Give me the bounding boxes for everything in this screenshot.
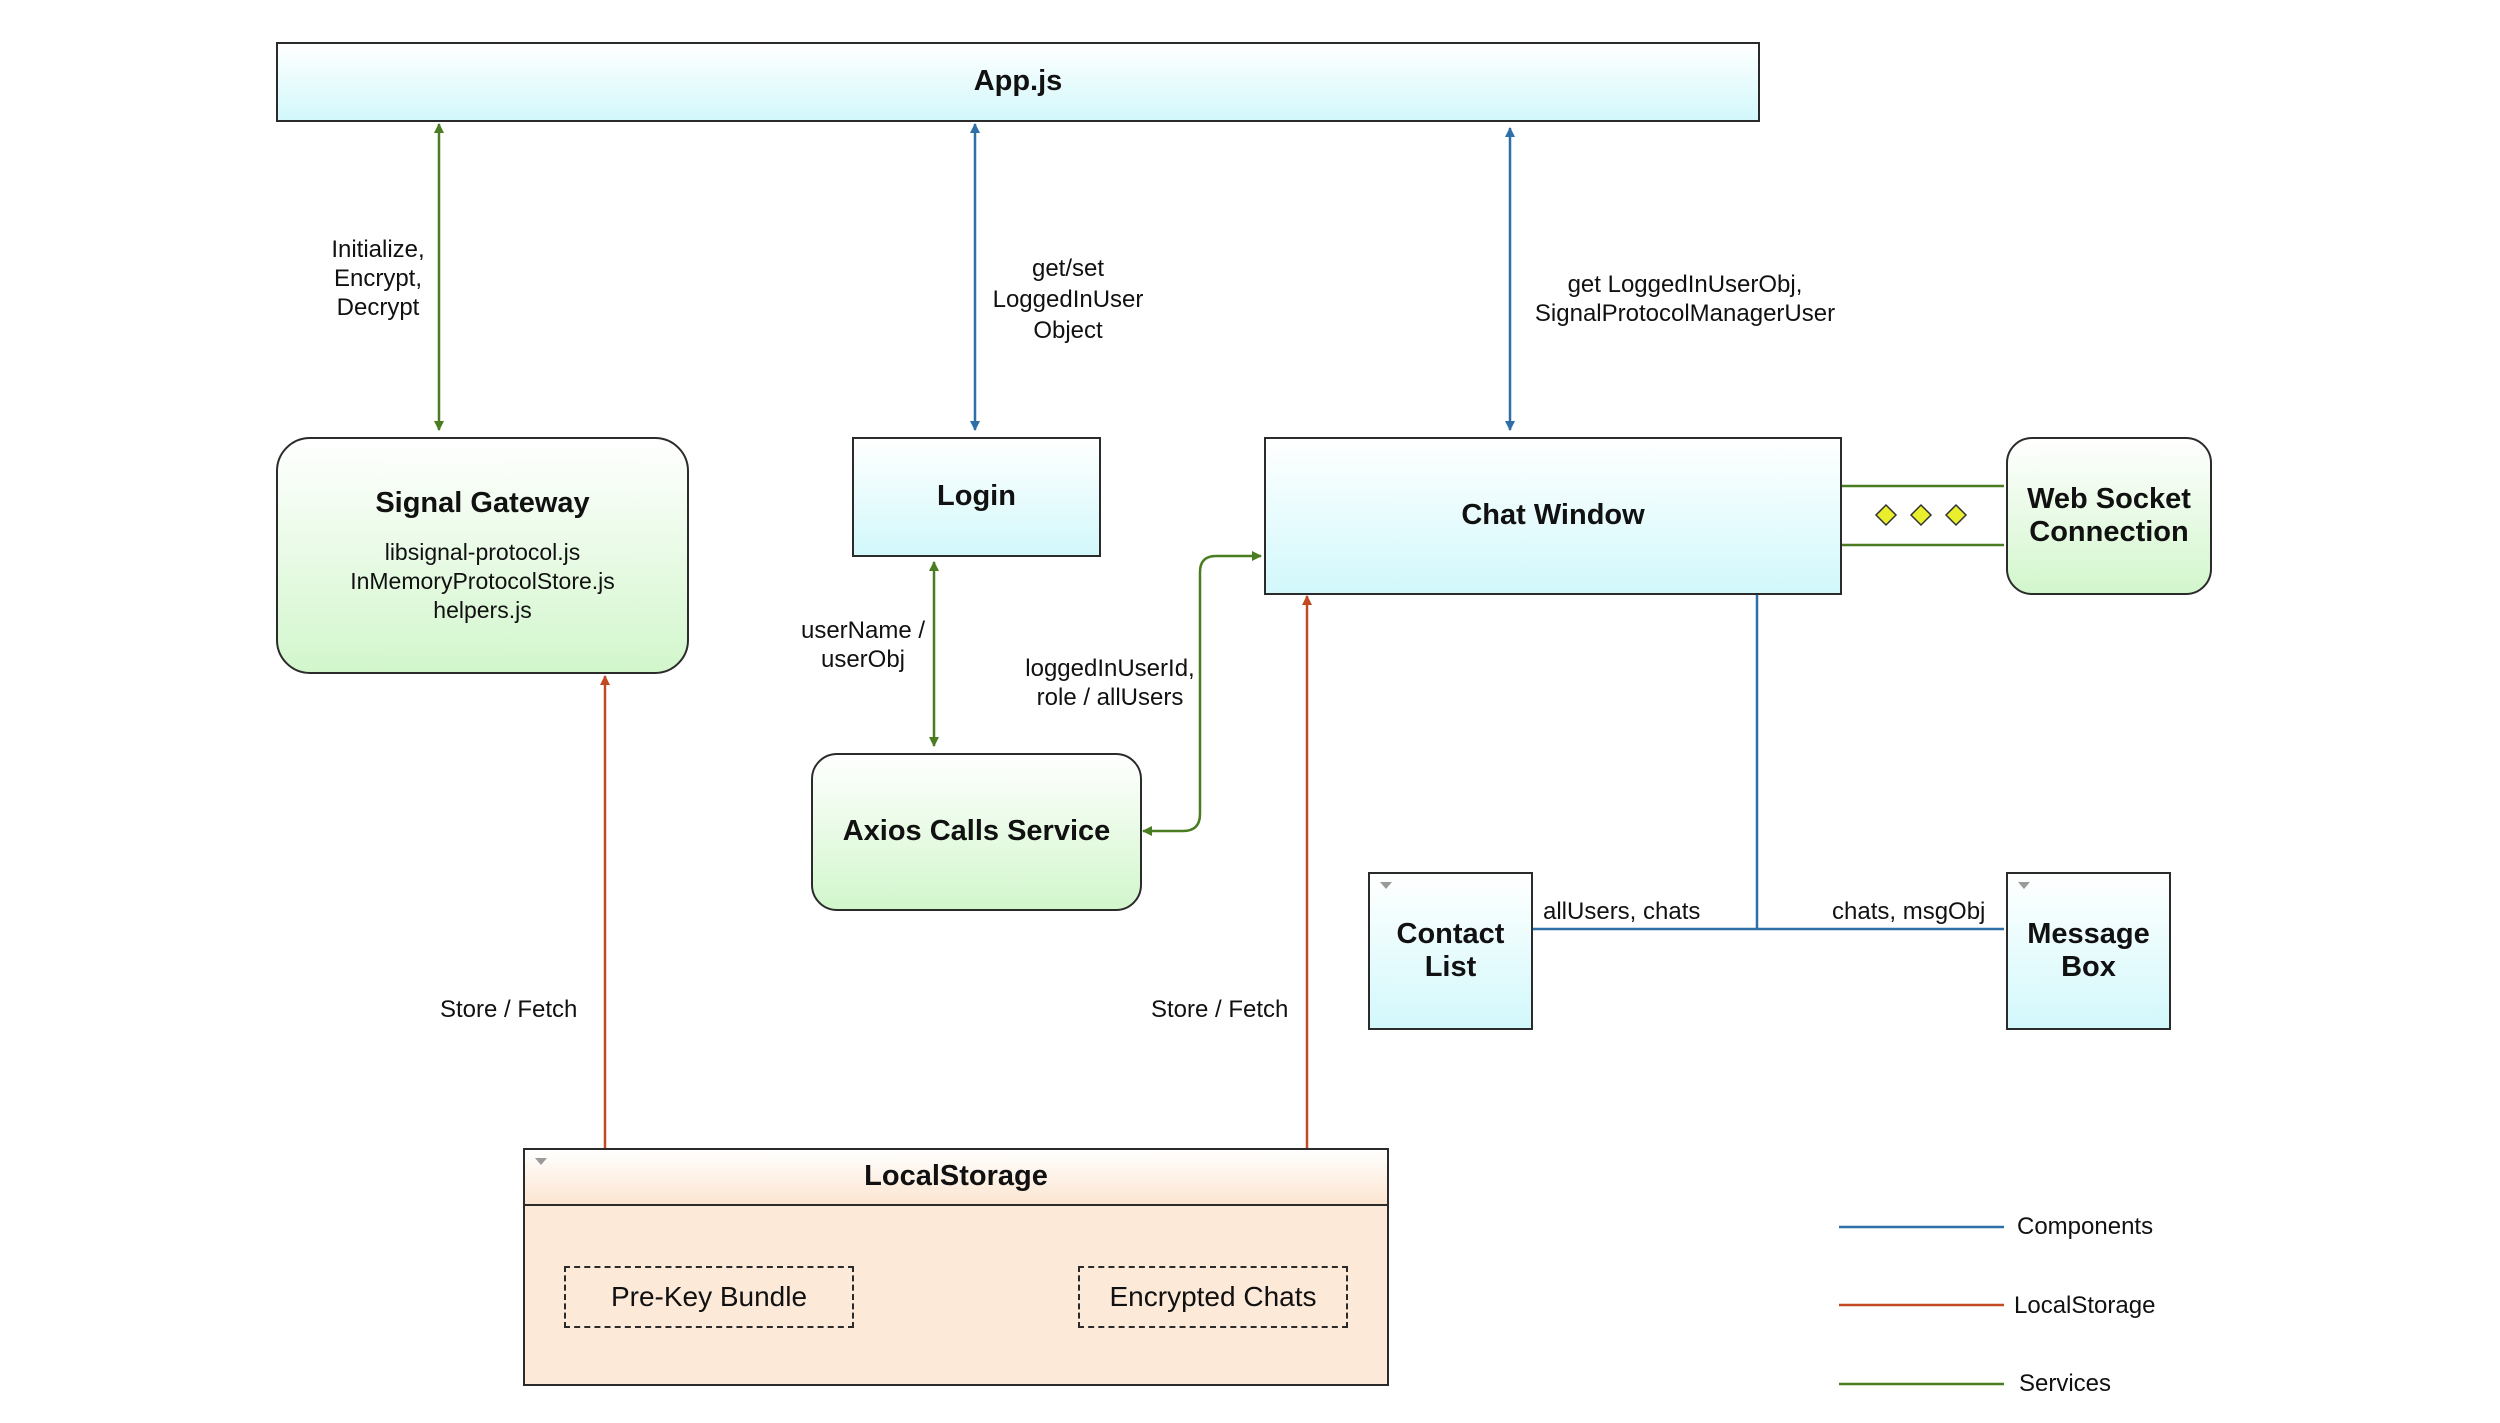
legend-components: Components	[2017, 1213, 2154, 1240]
label-line: SignalProtocolManagerUser	[1534, 299, 1836, 327]
label-line: userName /	[800, 617, 926, 644]
collapse-triangle-icon	[2018, 882, 2030, 889]
signal-gateway-title: Signal Gateway	[375, 486, 590, 519]
web-socket-title: Web Socket	[2027, 482, 2191, 515]
label-axios-chat: loggedInUserId, role / allUsers	[1010, 655, 1210, 713]
encrypted-chats-box: Encrypted Chats	[1078, 1266, 1348, 1328]
web-socket-title: Connection	[2029, 516, 2189, 548]
label-chat-messagebox: chats, msgObj	[1832, 898, 1986, 925]
message-box-title: Message	[2027, 917, 2150, 950]
contact-list-node: Contact List	[1368, 872, 1533, 1030]
label-line: Decrypt	[336, 293, 420, 321]
app-node: App.js	[276, 42, 1760, 122]
collapse-triangle-icon	[535, 1158, 547, 1165]
label-app-chat: get LoggedInUserObj, SignalProtocolManag…	[1525, 271, 1845, 329]
collapse-triangle-icon	[1380, 882, 1392, 889]
ws-diamond-1	[1874, 503, 1898, 527]
legend-services: Services	[2019, 1370, 2112, 1397]
login-node: Login	[852, 437, 1101, 557]
label-line: role / allUsers	[1036, 683, 1184, 711]
label-chat-contacts: allUsers, chats	[1543, 898, 1701, 925]
axios-node: Axios Calls Service	[811, 753, 1142, 911]
label-signal-storage: Store / Fetch	[440, 996, 578, 1023]
edge-axios-chat	[1142, 551, 1262, 836]
label-line: loggedInUserId,	[1025, 655, 1195, 682]
label-line: Encrypt,	[333, 264, 423, 292]
web-socket-node: Web Socket Connection	[2006, 437, 2212, 595]
axios-title: Axios Calls Service	[842, 815, 1111, 848]
localstorage-title: LocalStorage	[864, 1160, 1048, 1193]
label-line: LoggedInUser	[992, 285, 1144, 313]
label-chat-storage: Store / Fetch	[1151, 996, 1289, 1023]
chat-window-title: Chat Window	[1461, 499, 1645, 532]
ws-diamond-2	[1909, 503, 1933, 527]
label-line: get/set	[1031, 255, 1105, 282]
login-title: Login	[937, 480, 1016, 513]
app-title: App.js	[973, 65, 1063, 98]
ws-diamond-3	[1944, 503, 1968, 527]
chat-window-node: Chat Window	[1264, 437, 1842, 595]
localstorage-header: LocalStorage	[525, 1150, 1387, 1206]
signal-gateway-node: Signal Gateway libsignal-protocol.js InM…	[276, 437, 689, 674]
label-line: Object	[1033, 316, 1103, 344]
message-box-node: Message Box	[2006, 872, 2171, 1030]
label-login-axios: userName / userObj	[788, 617, 938, 675]
label-app-login: get/set LoggedInUser Object	[980, 255, 1156, 345]
contact-list-title: Contact	[1396, 917, 1505, 950]
label-line: get LoggedInUserObj,	[1567, 271, 1803, 298]
label-line: Initialize,	[331, 236, 425, 263]
label-line: userObj	[820, 645, 906, 673]
legend-localstorage: LocalStorage	[2014, 1292, 2156, 1319]
prekey-bundle-label: Pre-Key Bundle	[610, 1281, 808, 1312]
signal-file: helpers.js	[433, 596, 532, 623]
prekey-bundle-box: Pre-Key Bundle	[564, 1266, 854, 1328]
label-app-signal: Initialize, Encrypt, Decrypt	[318, 236, 438, 322]
message-box-title: Box	[2061, 951, 2116, 983]
signal-file: libsignal-protocol.js	[384, 539, 581, 566]
signal-file: InMemoryProtocolStore.js	[350, 567, 615, 594]
encrypted-chats-label: Encrypted Chats	[1109, 1281, 1317, 1312]
contact-list-title: List	[1424, 951, 1477, 983]
